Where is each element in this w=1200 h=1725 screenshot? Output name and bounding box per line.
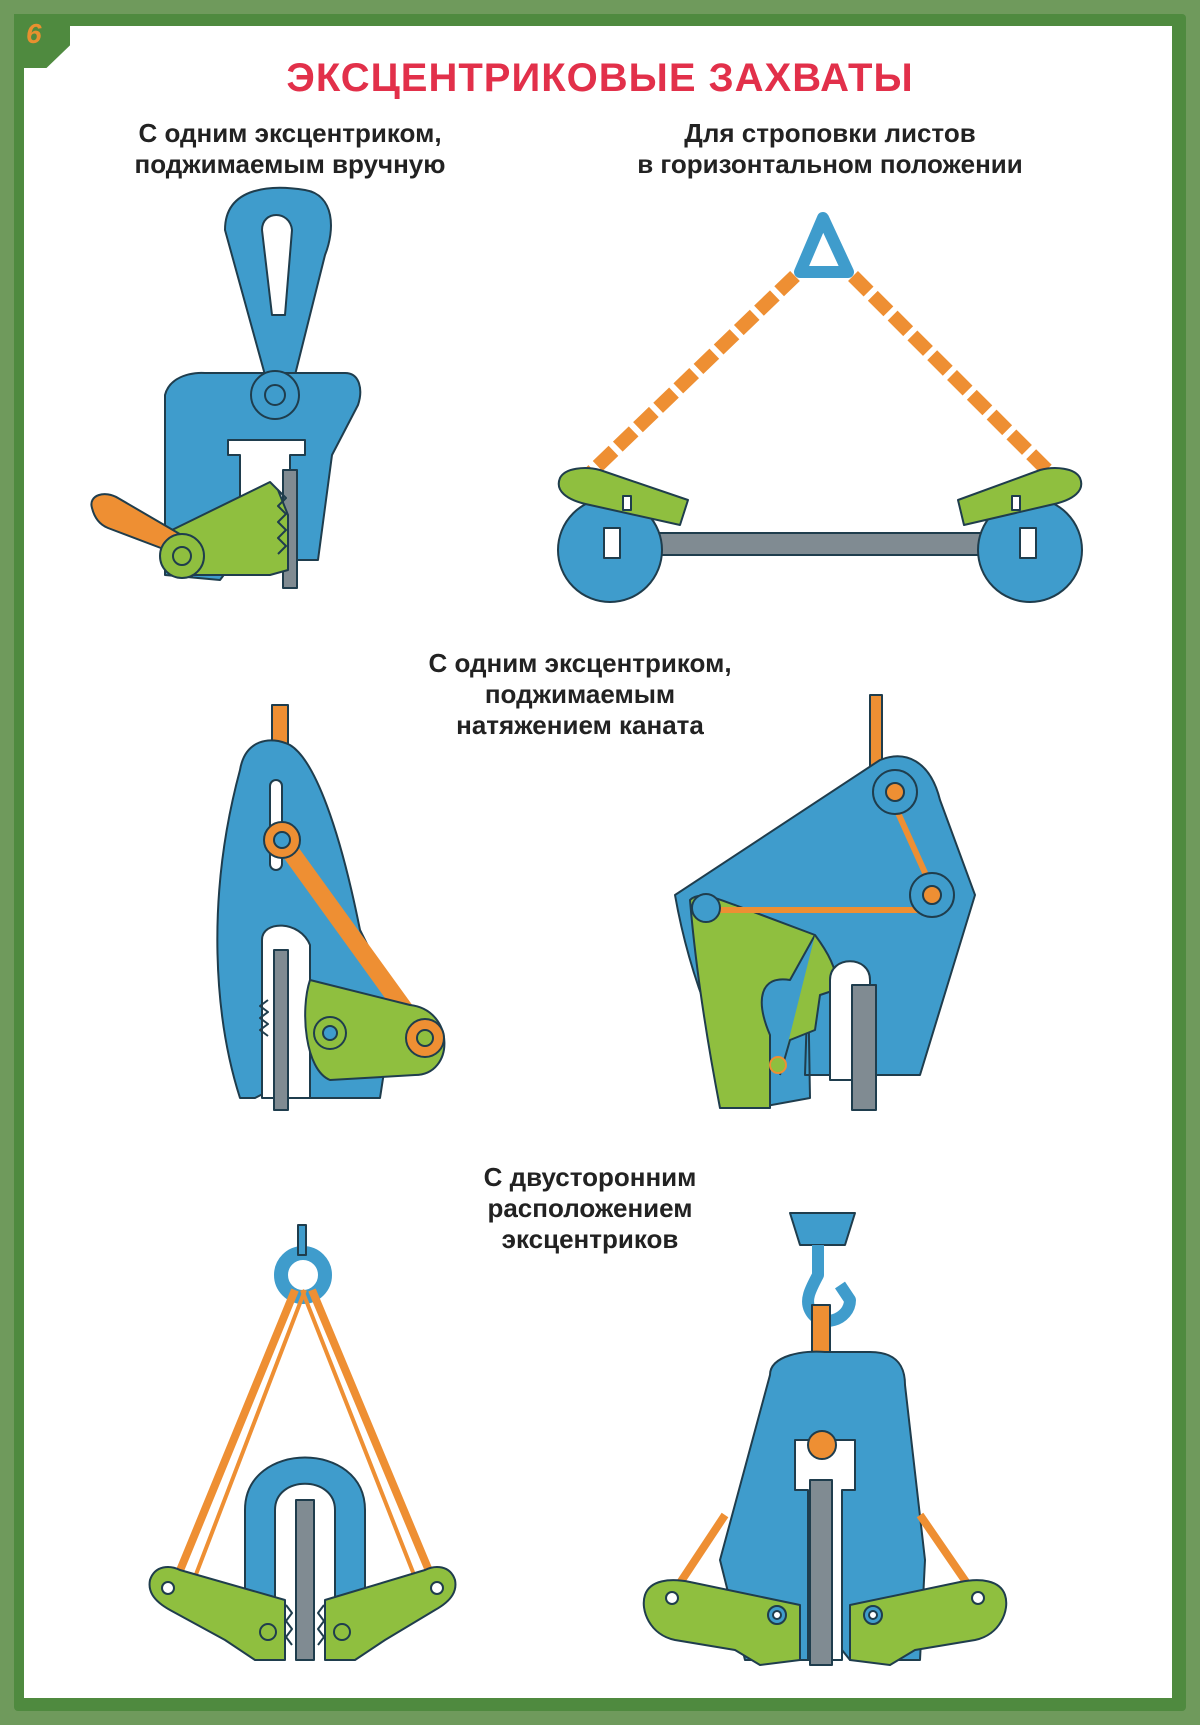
poster-sheet — [24, 26, 1172, 1698]
rope-tension-clamp-left — [216, 704, 446, 1111]
rope-tension-clamp-right — [674, 694, 976, 1111]
poster-title: ЭКСЦЕНТРИКОВЫЕ ЗАХВАТЫ — [286, 56, 914, 100]
caption-horizontal-sheets: Для строповки листов в горизонтальном по… — [637, 118, 1023, 179]
horizontal-sheet-grabs — [557, 212, 1083, 603]
caption-rope-tension-cam: С одним эксцентриком, поджимаемым натяже… — [428, 648, 732, 740]
page-number: 6 — [26, 18, 42, 49]
caption-manual-cam: С одним эксцентриком, поджимаемым вручну… — [134, 118, 446, 179]
double-cam-clamp-hook — [642, 1212, 1008, 1666]
caption-double-cams: С двусторонним расположением эксцентрико… — [483, 1162, 697, 1254]
double-cam-clamp-ring — [148, 1224, 457, 1661]
manual-cam-clamp — [90, 186, 362, 589]
